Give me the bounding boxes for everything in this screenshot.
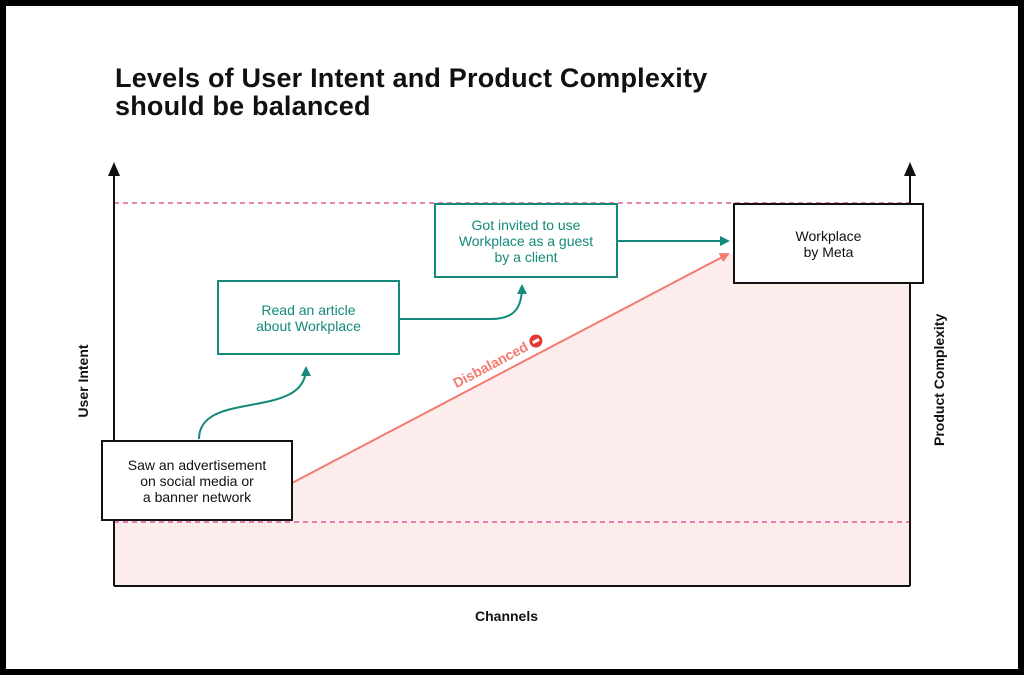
node-invited: Got invited to use Workplace as a guest … — [434, 203, 618, 278]
left-axis-arrowhead — [108, 162, 120, 176]
node-product: Workplace by Meta — [733, 203, 924, 284]
x-axis-label: Channels — [475, 608, 539, 624]
imbalance-area — [114, 251, 910, 586]
node-article: Read an article about Workplace — [217, 280, 400, 355]
left-axis-label: User Intent — [75, 344, 91, 418]
right-axis-label: Product Complexity — [931, 313, 947, 446]
diagram-canvas: Levels of User Intent and Product Comple… — [6, 6, 1018, 669]
node-advertisement: Saw an advertisement on social media or … — [101, 440, 293, 521]
right-axis-arrowhead — [904, 162, 916, 176]
page-title: Levels of User Intent and Product Comple… — [115, 63, 708, 121]
disbalanced-arrow — [291, 253, 730, 484]
journey-arrow-article-to-invite — [400, 284, 527, 320]
journey-arrow-ad-to-article — [198, 366, 311, 440]
